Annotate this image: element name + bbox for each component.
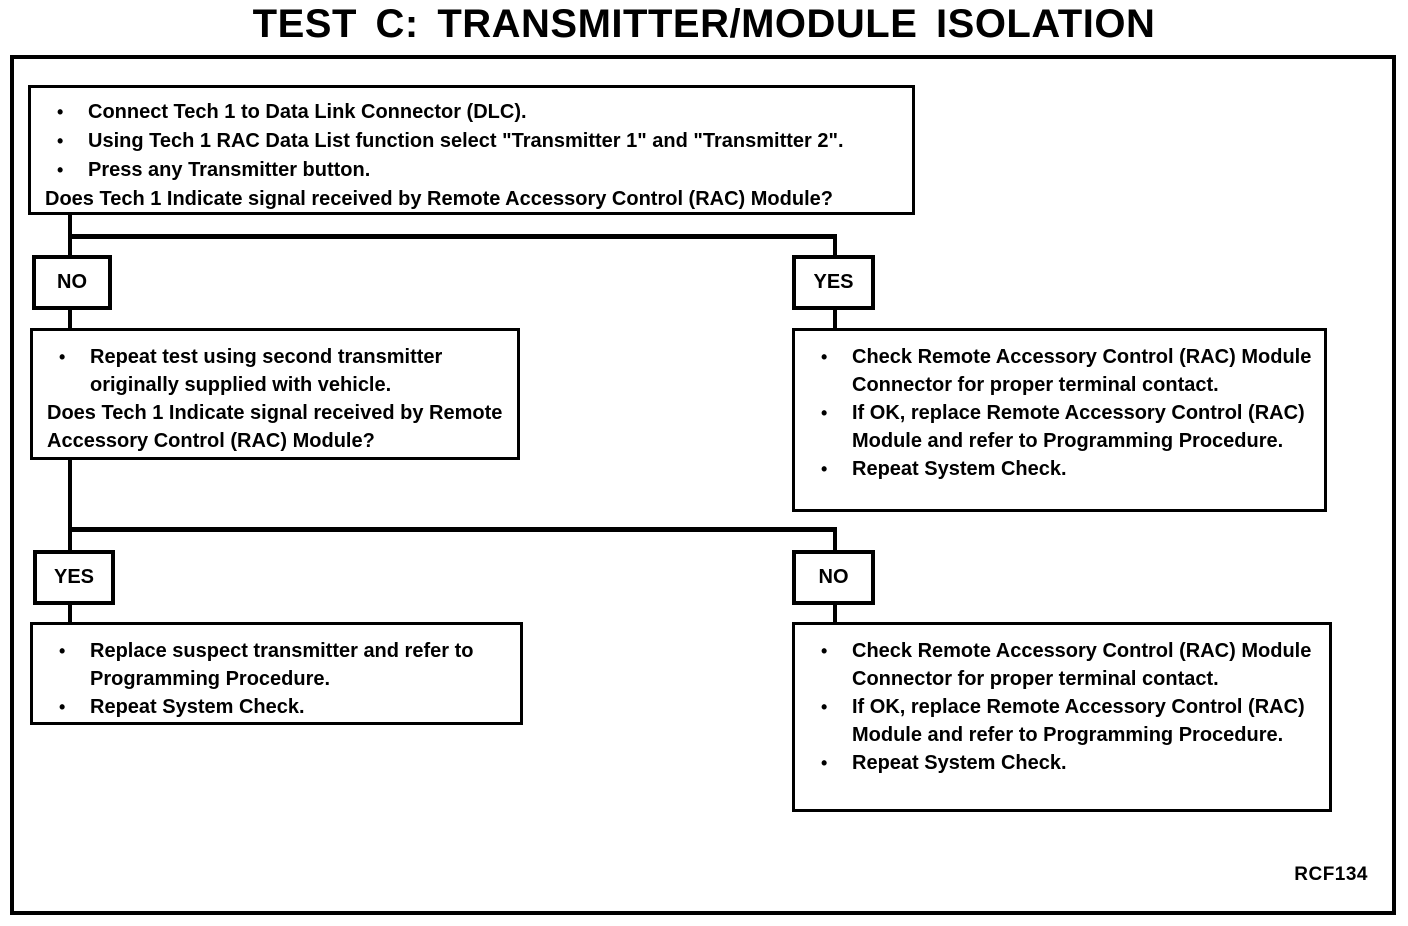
bullet-text: Check Remote Accessory Control (RAC) Mod…: [852, 640, 1312, 690]
bullet-text: Replace suspect transmitter and refer to…: [90, 640, 474, 690]
decision-label: YES: [813, 271, 854, 293]
bullet-text: Check Remote Accessory Control (RAC) Mod…: [852, 346, 1312, 396]
connector-line: [68, 527, 837, 532]
bullet-text: Press any Transmitter button.: [88, 159, 371, 181]
bullet-item: • Check Remote Accessory Control (RAC) M…: [795, 343, 1324, 399]
bullet-icon: •: [59, 697, 66, 717]
connector-line: [68, 460, 72, 532]
bullet-icon: •: [59, 347, 66, 367]
connector-line: [68, 532, 72, 550]
decision-label: NO: [57, 271, 87, 293]
connector-line: [68, 215, 72, 239]
bullet-text: If OK, replace Remote Accessory Control …: [852, 696, 1305, 746]
action-box-replace-transmitter: • Replace suspect transmitter and refer …: [30, 622, 523, 725]
connector-line: [833, 532, 837, 550]
bullet-icon: •: [821, 697, 828, 717]
bullet-item: • If OK, replace Remote Accessory Contro…: [795, 693, 1329, 749]
connector-line: [68, 310, 72, 329]
bullet-icon: •: [821, 753, 828, 773]
connector-line: [833, 605, 837, 623]
connector-line: [68, 605, 72, 623]
decision-label: NO: [818, 566, 849, 588]
bullet-icon: •: [821, 347, 828, 367]
page-title: TEST C: TRANSMITTER/MODULE ISOLATION: [252, 2, 1156, 46]
bullet-icon: •: [59, 641, 66, 661]
connector-line: [833, 310, 837, 329]
bullet-icon: •: [57, 160, 64, 180]
figure-code: RCF134: [1294, 864, 1368, 885]
bullet-item: • Repeat System Check.: [795, 455, 1324, 483]
decision-yes-2: YES: [33, 550, 115, 605]
bullet-item: • If OK, replace Remote Accessory Contro…: [795, 399, 1324, 455]
start-box: • Connect Tech 1 to Data Link Connector …: [28, 85, 915, 215]
bullet-icon: •: [821, 459, 828, 479]
bullet-item: • Using Tech 1 RAC Data List function se…: [31, 127, 912, 156]
bullet-item: • Press any Transmitter button.: [31, 156, 912, 185]
bullet-item: • Repeat test using second transmitter o…: [33, 343, 517, 399]
connector-line: [833, 239, 837, 256]
bullet-text: Repeat System Check.: [852, 752, 1067, 774]
bullet-text: Repeat System Check.: [852, 458, 1067, 480]
bullet-item: • Connect Tech 1 to Data Link Connector …: [31, 98, 912, 127]
question-text: Does Tech 1 Indicate signal received by …: [45, 188, 833, 210]
bullet-text: Using Tech 1 RAC Data List function sele…: [88, 130, 844, 152]
bullet-icon: •: [57, 131, 64, 151]
action-box-check-rac-upper: • Check Remote Accessory Control (RAC) M…: [792, 328, 1327, 512]
bullet-item: • Repeat System Check.: [795, 749, 1329, 777]
connector-line: [68, 234, 837, 239]
flowchart-frame: • Connect Tech 1 to Data Link Connector …: [10, 55, 1396, 915]
bullet-text: Repeat System Check.: [90, 696, 305, 718]
action-box-repeat-test: • Repeat test using second transmitter o…: [30, 328, 520, 460]
connector-line: [68, 239, 72, 256]
decision-label: YES: [53, 566, 95, 588]
bullet-icon: •: [57, 102, 64, 122]
bullet-item: • Check Remote Accessory Control (RAC) M…: [795, 637, 1329, 693]
bullet-text: If OK, replace Remote Accessory Control …: [852, 402, 1305, 452]
bullet-icon: •: [821, 403, 828, 423]
bullet-text: Connect Tech 1 to Data Link Connector (D…: [88, 101, 527, 123]
decision-no-2: NO: [792, 550, 875, 605]
bullet-item: • Replace suspect transmitter and refer …: [33, 637, 520, 693]
bullet-icon: •: [821, 641, 828, 661]
decision-no-1: NO: [32, 255, 112, 310]
bullet-text: Repeat test using second transmitter ori…: [90, 346, 443, 396]
decision-yes-1: YES: [792, 255, 875, 310]
question-text: Does Tech 1 Indicate signal received by …: [47, 402, 503, 452]
bullet-item: • Repeat System Check.: [33, 693, 520, 721]
action-box-check-rac-lower: • Check Remote Accessory Control (RAC) M…: [792, 622, 1332, 812]
